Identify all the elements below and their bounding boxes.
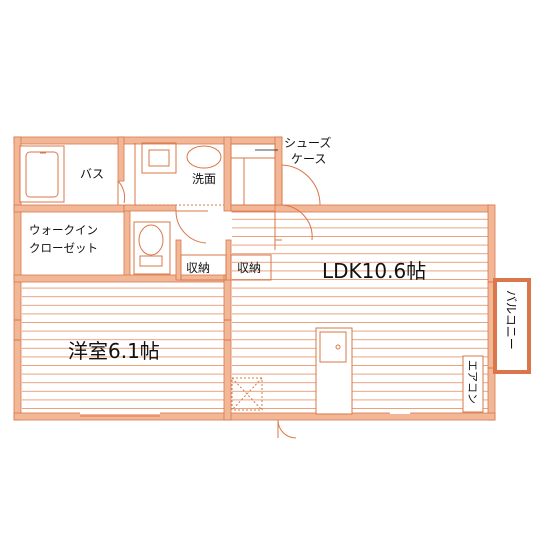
balcony-label: バルコニー xyxy=(504,290,518,350)
walkin-closet-label-1: ウォークイン xyxy=(29,223,98,237)
ldk-floor xyxy=(232,212,488,412)
shoe-case-label-2: ケース xyxy=(291,152,326,166)
storage-left-label: 収納 xyxy=(186,261,210,275)
walkin-closet-label-2: クローゼット xyxy=(29,241,98,255)
washroom-label: 洗面 xyxy=(192,172,216,186)
shoe-case-label-1: シューズ xyxy=(284,135,331,150)
fixtures xyxy=(14,142,495,439)
western-room-label: 洋室6.1帖 xyxy=(68,339,160,363)
ldk-label: LDK10.6帖 xyxy=(322,259,426,283)
balcony xyxy=(493,278,531,374)
western-room-floor xyxy=(22,282,224,410)
storage-right-label: 収納 xyxy=(237,261,261,275)
aircon-label: エアコン xyxy=(466,360,479,404)
walls xyxy=(13,136,496,421)
bath-label: バス xyxy=(80,167,104,181)
